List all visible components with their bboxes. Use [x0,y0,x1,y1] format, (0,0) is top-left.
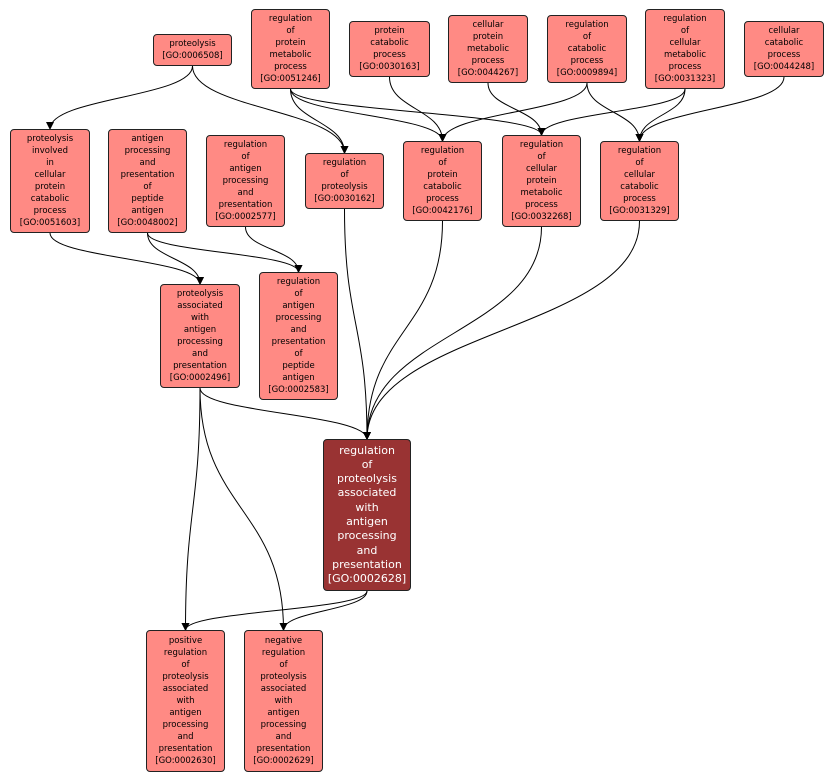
edge-arrow [344,208,371,440]
edge-arrow [537,88,686,136]
go-term-label: regulation of proteolysis [321,158,368,192]
go-term-node[interactable]: regulation of catabolic process [GO:00098… [547,15,627,83]
go-term-node[interactable]: regulation of protein metabolic process [… [251,9,330,89]
go-term-label: regulation of antigen processing and pre… [271,277,326,383]
go-term-label: proteolysis [169,39,216,49]
edge-arrow [181,590,368,631]
go-term-id: [GO:0002630] [155,756,216,766]
go-term-label: regulation of cellular metabolic process [663,14,707,72]
edge-arrow [181,387,201,631]
edge-arrow [46,65,193,130]
go-term-id: [GO:0002496] [169,373,231,383]
go-term-node[interactable]: regulation of cellular protein metabolic… [502,135,581,227]
edge-arrow [192,65,349,154]
edge-arrow [199,387,288,631]
go-term-label: protein catabolic process [370,26,409,60]
edge-arrow [389,76,447,142]
edge-arrow [438,82,588,142]
go-term-label: regulation of proteolysis associated wit… [332,443,402,571]
go-term-label: antigen processing and presentation of p… [120,134,175,216]
go-term-node[interactable]: regulation of antigen processing and pre… [259,272,338,400]
go-term-id: [GO:0042176] [412,206,473,216]
go-term-node[interactable]: regulation of antigen processing and pre… [206,135,285,227]
edge-arrow [199,387,371,440]
go-term-id: [GO:0051246] [260,74,321,84]
go-term-label: negative regulation of proteolysis assoc… [256,636,311,754]
go-term-node[interactable]: proteolysis associated with antigen proc… [160,284,240,388]
go-term-node[interactable]: regulation of cellular metabolic process… [645,9,725,89]
go-term-node[interactable]: proteolysis [GO:0006508] [153,34,232,66]
go-term-node[interactable]: antigen processing and presentation of p… [108,129,187,233]
go-term-id: [GO:0044267] [457,68,519,78]
go-term-id: [GO:0002577] [215,212,276,222]
go-term-label: proteolysis associated with antigen proc… [173,289,227,371]
go-term-label: proteolysis involved in cellular protein… [26,134,74,216]
edge-arrow [290,88,349,154]
edge-arrow [49,232,204,285]
go-term-label: regulation of antigen processing and pre… [218,140,273,210]
go-term-node[interactable]: regulation of proteolysis [GO:0030162] [305,153,384,209]
edge-arrow [487,82,546,136]
go-term-label: cellular protein metabolic process [466,20,510,66]
edge-arrow [363,220,640,440]
go-term-id: [GO:0031329] [609,206,670,216]
go-term-node[interactable]: cellular protein metabolic process [GO:00… [448,15,528,83]
go-term-id: [GO:0002629] [253,756,314,766]
go-term-node[interactable]: protein catabolic process [GO:0030163] [349,21,430,77]
go-term-id: [GO:0044248] [753,62,815,72]
go-term-id: [GO:0048002] [117,218,178,228]
edge-arrow [290,88,447,142]
go-term-id: [GO:0009894] [556,68,618,78]
go-term-node[interactable]: regulation of cellular catabolic process… [600,141,679,221]
go-term-node[interactable]: positive regulation of proteolysis assoc… [146,630,225,772]
go-term-label: regulation of protein catabolic process [420,146,465,204]
edge-arrow [635,76,785,142]
go-term-label: regulation of cellular catabolic process [617,146,662,204]
go-term-id: [GO:0006508] [162,51,223,61]
go-term-node[interactable]: proteolysis involved in cellular protein… [10,129,90,233]
go-term-label: positive regulation of proteolysis assoc… [158,636,213,754]
go-term-label: cellular catabolic process [764,26,804,60]
go-term-node[interactable]: cellular catabolic process [GO:0044248] [744,21,824,77]
edge-arrow [363,226,542,440]
go-term-id: [GO:0031323] [654,74,716,84]
go-term-label: regulation of cellular protein metabolic… [519,140,564,210]
go-term-id: [GO:0051603] [19,218,81,228]
edge-arrow [147,232,204,285]
edge-arrow [279,590,368,631]
go-term-id: [GO:0030162] [314,194,375,204]
edge-arrow [290,88,546,136]
go-term-label: regulation of protein metabolic process [268,14,313,72]
go-term-node[interactable]: regulation of protein catabolic process [… [403,141,482,221]
edge-arrow [363,220,443,440]
go-term-node[interactable]: negative regulation of proteolysis assoc… [244,630,323,772]
go-term-id: [GO:0002628] [327,572,407,586]
go-term-node[interactable]: regulation of proteolysis associated wit… [323,439,411,591]
edge-arrow [245,226,303,273]
edge-arrow [147,232,303,273]
go-term-label: regulation of catabolic process [565,20,609,66]
edge-arrow [635,88,686,142]
go-term-id: [GO:0002583] [268,385,329,395]
go-term-id: [GO:0032268] [511,212,572,222]
go-term-id: [GO:0030163] [359,62,420,72]
